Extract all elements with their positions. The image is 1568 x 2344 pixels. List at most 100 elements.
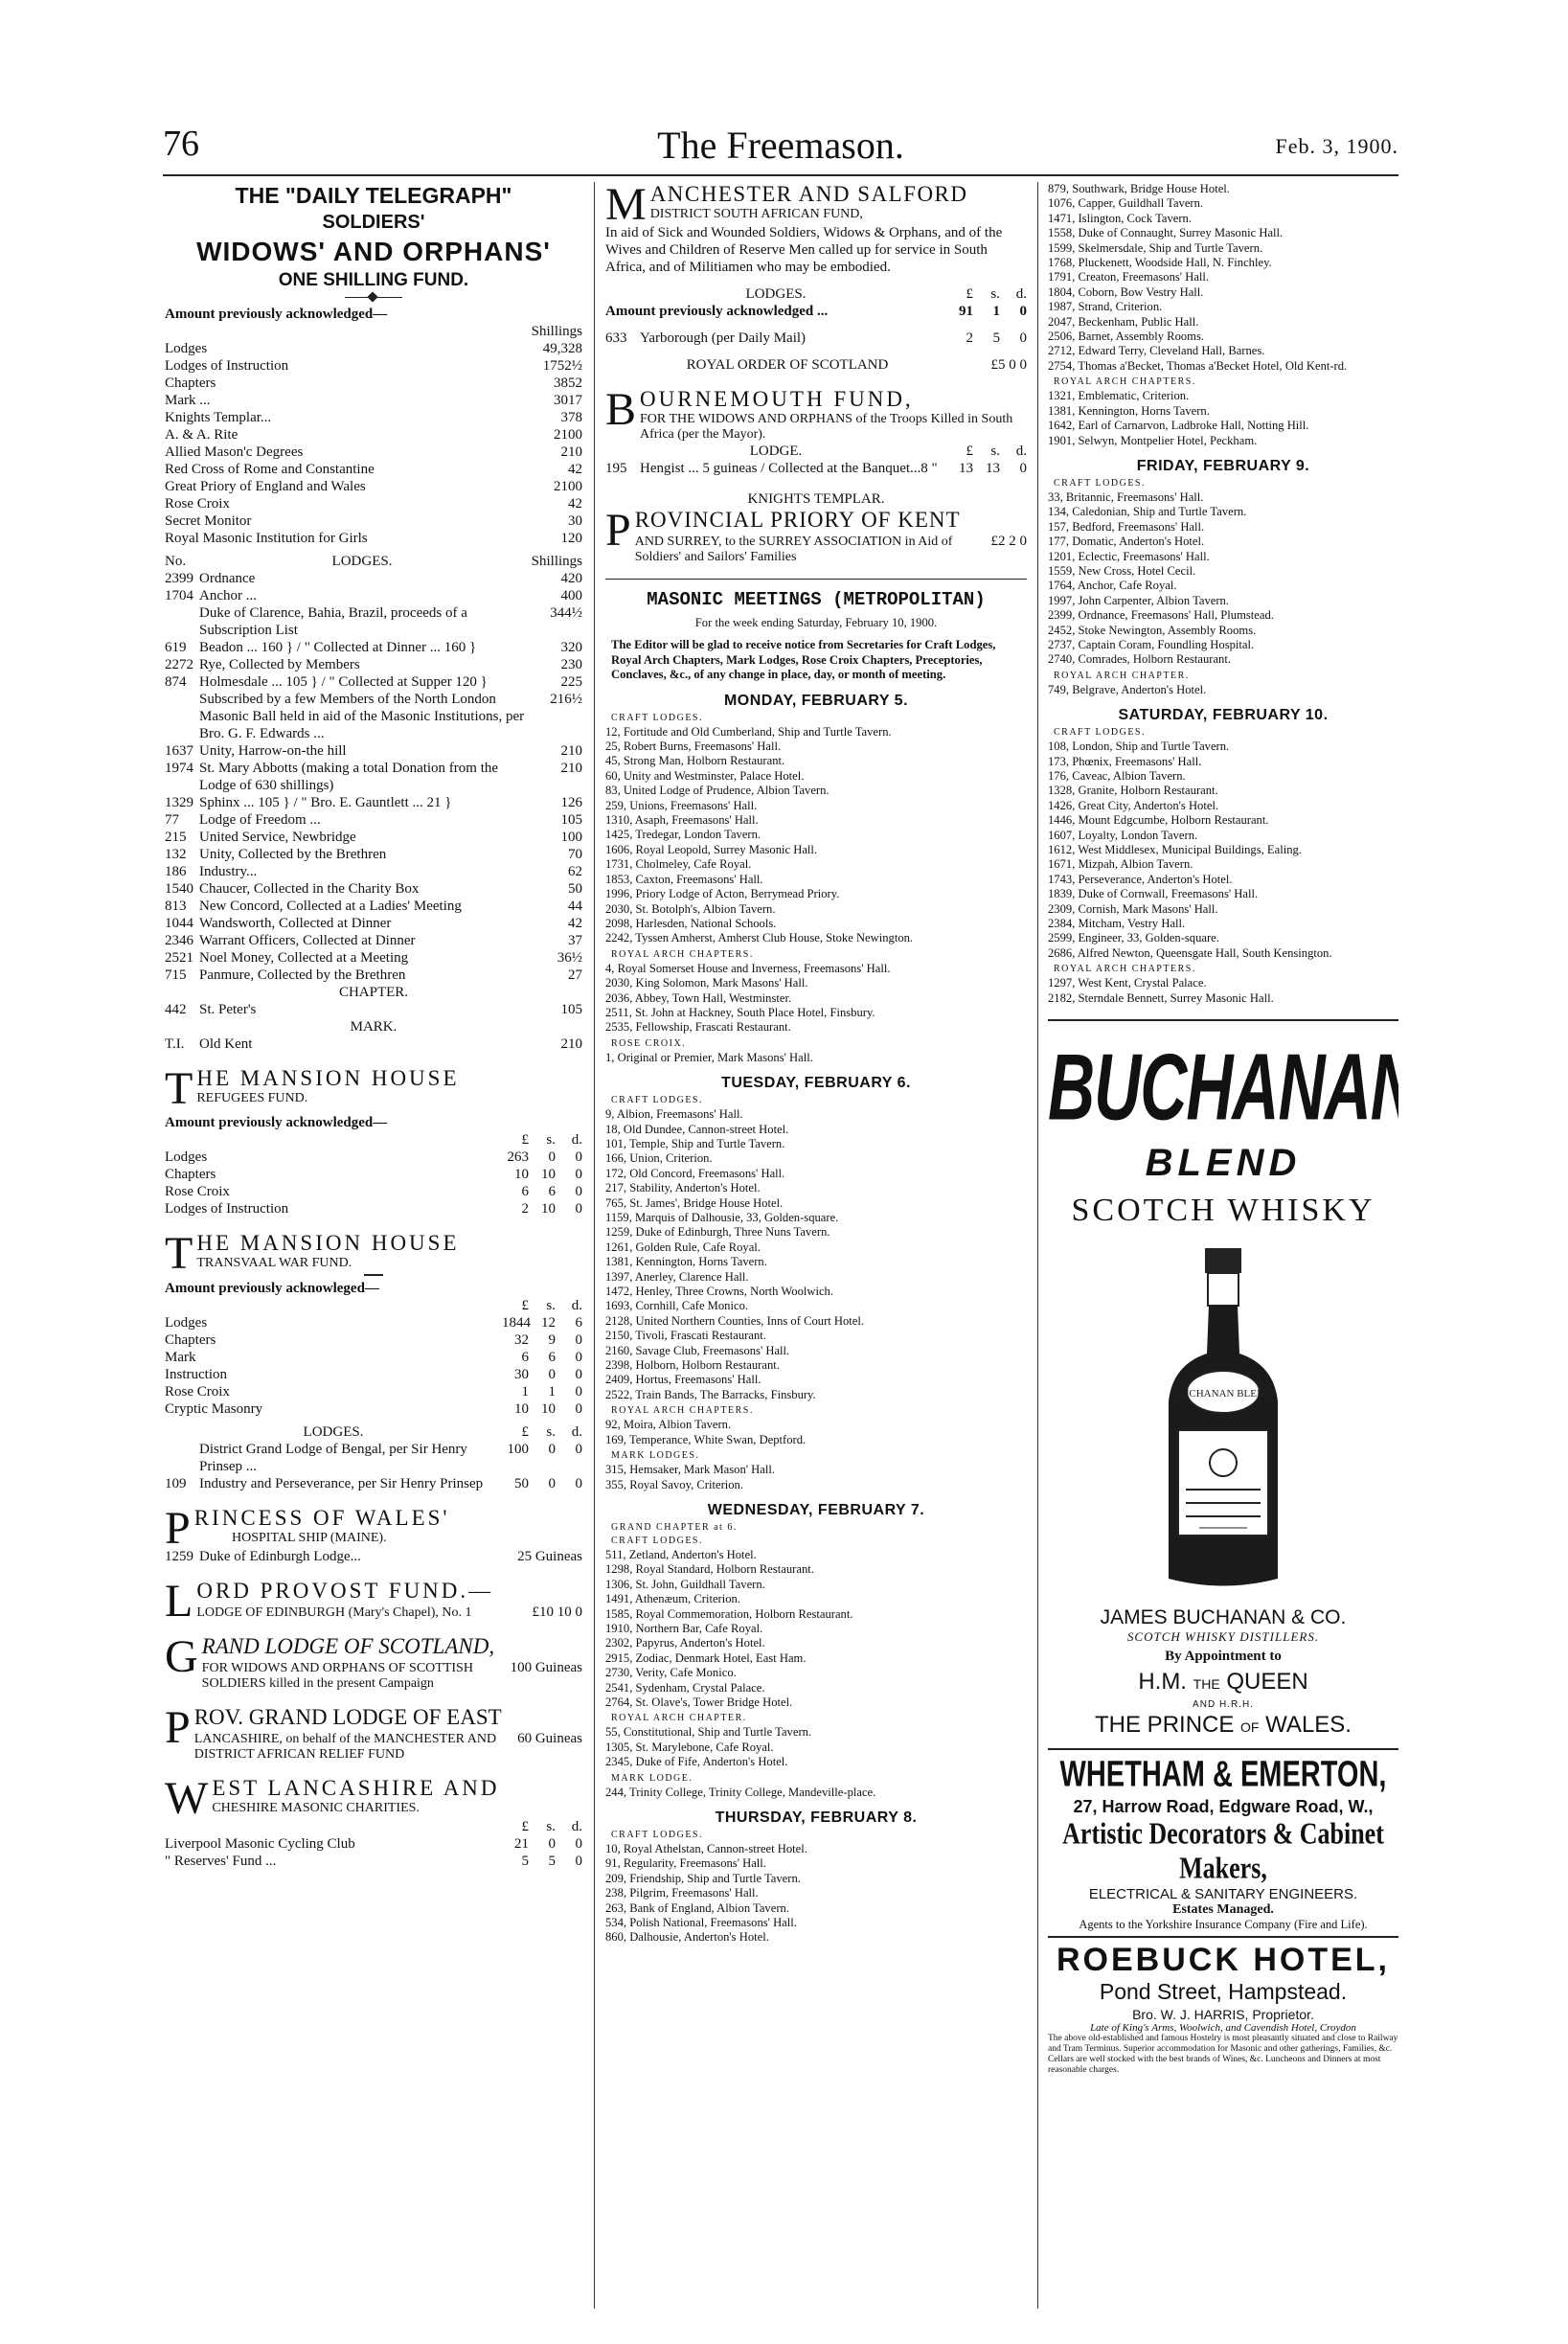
list-item: 2036, Abbey, Town Hall, Westminster.	[605, 990, 792, 1005]
list-item: 259, Unions, Freemasons' Hall.	[605, 798, 758, 812]
meeting-list: 55, Constitutional, Ship and Turtle Tave…	[605, 1725, 1027, 1769]
section-subtitle: REFUGEES FUND.	[196, 1091, 308, 1105]
section-title: HE MANSION HOUSE	[196, 1066, 460, 1090]
list-item: 1997, John Carpenter, Albion Tavern.	[1048, 593, 1230, 607]
col-header: s.	[990, 286, 1000, 302]
meeting-list: 511, Zetland, Anderton's Hotel.1298, Roy…	[605, 1548, 1027, 1710]
list-item: 2309, Cornish, Mark Masons' Hall.	[1048, 901, 1218, 916]
group-heading: CRAFT LODGES.	[611, 1535, 703, 1546]
list-item: 1642, Earl of Carnarvon, Ladbroke Hall, …	[1048, 419, 1309, 433]
list-item: 2599, Engineer, 33, Golden-square.	[1048, 931, 1219, 945]
list-item: 355, Royal Savoy, Criterion.	[605, 1477, 743, 1491]
list-item: 60, Unity and Westminster, Palace Hotel.	[605, 768, 805, 783]
list-item: 83, United Lodge of Prudence, Albion Tav…	[605, 784, 829, 798]
list-item: 2047, Beckenham, Public Hall.	[1048, 314, 1199, 329]
princess-of-wales-fund: P RINCESS OF WALES' HOSPITAL SHIP (MAINE…	[165, 1506, 582, 1564]
list-item: 1297, West Kent, Crystal Palace.	[1048, 976, 1207, 990]
brand-logo: BLEND	[1145, 1142, 1302, 1185]
list-item: 12, Fortitude and Old Cumberland, Ship a…	[605, 724, 892, 739]
list-item: 176, Caveac, Albion Tavern.	[1048, 769, 1186, 783]
list-item: 2511, St. John at Hackney, South Place H…	[605, 1005, 875, 1019]
prev-ack-label: Amount previously acknowledged—	[165, 307, 388, 322]
list-item: 166, Union, Criterion.	[605, 1151, 713, 1166]
unit-label: Shillings	[531, 324, 582, 339]
list-item: 765, St. James', Bridge House Hotel.	[605, 1195, 784, 1210]
list-item: 10, Royal Athelstan, Cannon-street Hotel…	[605, 1842, 807, 1855]
meeting-list: 10, Royal Athelstan, Cannon-street Hotel…	[605, 1842, 1027, 1946]
brand-logo: BUCHANAN	[1048, 1034, 1398, 1141]
issue-date: Feb. 3, 1900.	[1275, 134, 1398, 158]
list-item: 1996, Priory Lodge of Acton, Berrymead P…	[605, 887, 840, 901]
mansion-house-refugees: T HE MANSION HOUSE REFUGEES FUND. Amount…	[165, 1066, 582, 1217]
list-item: 879, Southwark, Bridge House Hotel.	[1048, 182, 1230, 195]
list-item: 4, Royal Somerset House and Inverness, F…	[605, 961, 891, 975]
fund-title: ONE SHILLING FUND.	[278, 270, 469, 290]
whisky-bottle-illustration: BUCHANAN BLEND	[1169, 1248, 1278, 1586]
group-heading: MARK LODGES.	[611, 1450, 700, 1462]
col-header: s.	[546, 1132, 556, 1148]
col-header: LODGES.	[331, 554, 393, 569]
column-divider	[1037, 182, 1038, 2309]
col-header: No.	[165, 554, 187, 569]
list-item: 315, Hemsaker, Mark Mason' Hall.	[605, 1463, 775, 1477]
list-item: 1471, Islington, Cock Tavern.	[1048, 211, 1192, 225]
list-item: 157, Bedford, Freemasons' Hall.	[1048, 519, 1205, 534]
section-label: CHAPTER.	[338, 985, 409, 1000]
list-item: 108, London, Ship and Turtle Tavern.	[1048, 740, 1230, 754]
column-3: 879, Southwark, Bridge House Hotel.1076,…	[1048, 182, 1398, 2076]
list-item: 92, Moira, Albion Tavern.	[605, 1418, 732, 1432]
fund-title: THE "DAILY TELEGRAPH"	[235, 183, 512, 208]
col-header: £	[966, 444, 974, 459]
list-item: 2150, Tivoli, Frascati Restaurant.	[605, 1329, 766, 1343]
meeting-list: 1297, West Kent, Crystal Palace.2182, St…	[1048, 976, 1398, 1006]
day-heading: TUESDAY, FEBRUARY 6.	[721, 1075, 911, 1092]
list-item: 1321, Emblematic, Criterion.	[1048, 389, 1190, 403]
day-heading: FRIDAY, FEBRUARY 9.	[1136, 457, 1310, 474]
mansion-house-transvaal: T HE MANSION HOUSE TRANSVAAL WAR FUND. A…	[165, 1231, 582, 1491]
list-item: 2452, Stoke Newington, Assembly Rooms.	[1048, 623, 1257, 637]
list-item: 1397, Anerley, Clarence Hall.	[605, 1269, 749, 1284]
list-item: 1599, Skelmersdale, Ship and Turtle Tave…	[1048, 240, 1263, 255]
list-item: 263, Bank of England, Albion Tavern.	[605, 1900, 789, 1915]
list-item: 2242, Tyssen Amherst, Amherst Club House…	[605, 931, 914, 945]
group-heading: CRAFT LODGES.	[1054, 477, 1146, 489]
column-2: M ANCHESTER AND SALFORD DISTRICT SOUTH A…	[605, 182, 1027, 2306]
list-item: 101, Temple, Ship and Turtle Tavern.	[605, 1136, 785, 1150]
meeting-list: 12, Fortitude and Old Cumberland, Ship a…	[605, 725, 1027, 946]
list-item: 1261, Golden Rule, Cafe Royal.	[605, 1240, 761, 1254]
list-item: 1910, Northern Bar, Cafe Royal.	[605, 1621, 763, 1635]
list-item: 1585, Royal Commemoration, Holborn Resta…	[605, 1606, 853, 1621]
company-name: JAMES BUCHANAN & CO.	[1100, 1606, 1347, 1629]
list-item: 2764, St. Olave's, Tower Bridge Hotel.	[605, 1695, 793, 1709]
day-heading: MONDAY, FEBRUARY 5.	[723, 692, 909, 709]
list-item: 534, Polish National, Freemasons' Hall.	[605, 1916, 797, 1930]
fund-title: SOLDIERS'	[322, 212, 425, 233]
group-heading: CRAFT LODGES.	[611, 1830, 703, 1840]
list-item: 1558, Duke of Connaught, Surrey Masonic …	[1048, 226, 1284, 240]
list-item: 1159, Marquis of Dalhousie, 33, Golden-s…	[605, 1211, 839, 1224]
list-item: 2754, Thomas a'Becket, Thomas a'Becket H…	[1048, 358, 1348, 373]
table-row: District Grand Lodge of Bengal, per Sir …	[199, 1442, 582, 1474]
list-item: 2030, King Solomon, Mark Masons' Hall.	[605, 976, 808, 990]
col-header: d.	[1015, 444, 1027, 459]
list-item: 2160, Savage Club, Freemasons' Hall.	[605, 1343, 790, 1357]
